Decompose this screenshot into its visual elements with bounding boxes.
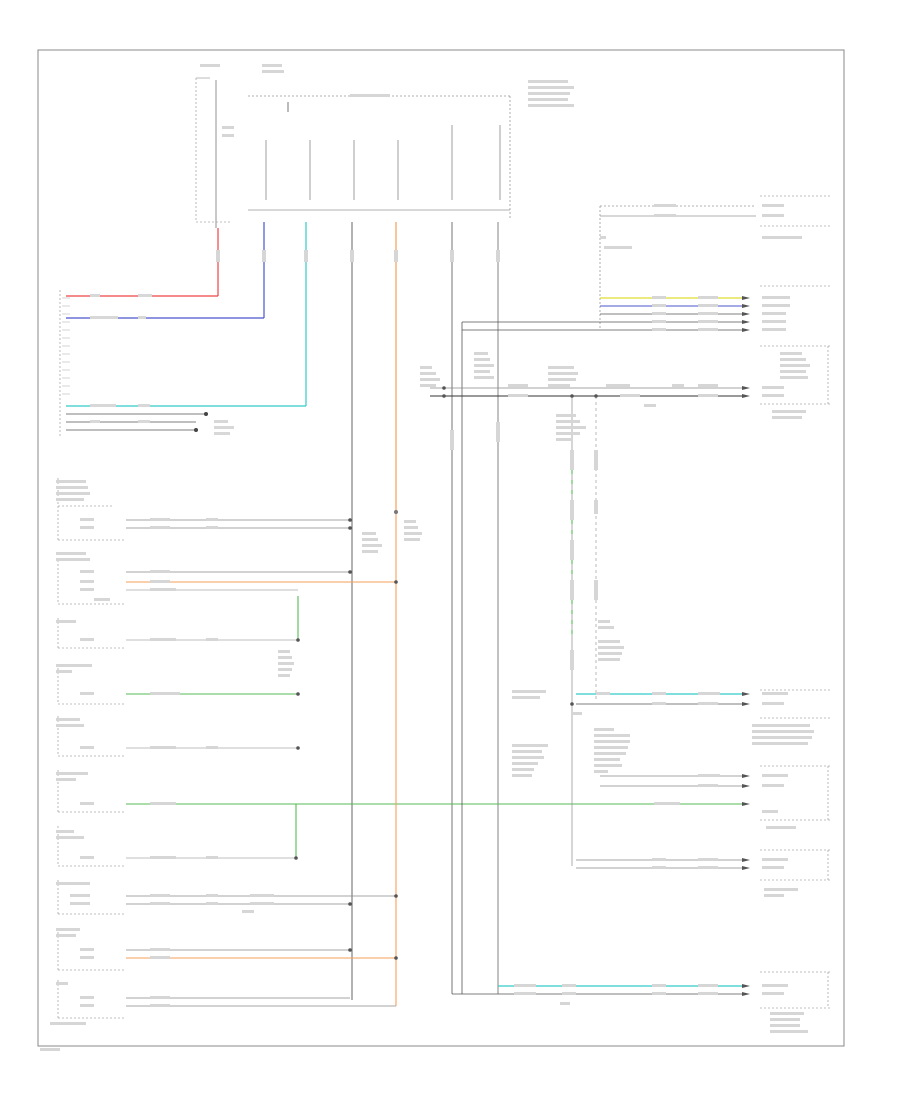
left-connector-column (59, 290, 306, 438)
component-5 (57, 716, 298, 757)
right-side-nodes (442, 296, 750, 996)
diagram-frame (37, 49, 845, 1047)
module-drops (217, 222, 499, 1000)
component-7 (57, 826, 296, 867)
right-side-network (430, 195, 830, 1009)
right-side-labels (216, 204, 814, 1033)
component-1 (57, 478, 350, 541)
component-2 (57, 560, 396, 605)
component-6 (57, 770, 742, 858)
left-stack-labels (40, 480, 422, 1051)
component-8 (57, 880, 396, 915)
component-9 (57, 928, 396, 971)
component-4 (57, 664, 298, 705)
left-stack-nodes (294, 518, 398, 960)
top-module-block (195, 64, 574, 228)
component-10 (57, 980, 396, 1019)
